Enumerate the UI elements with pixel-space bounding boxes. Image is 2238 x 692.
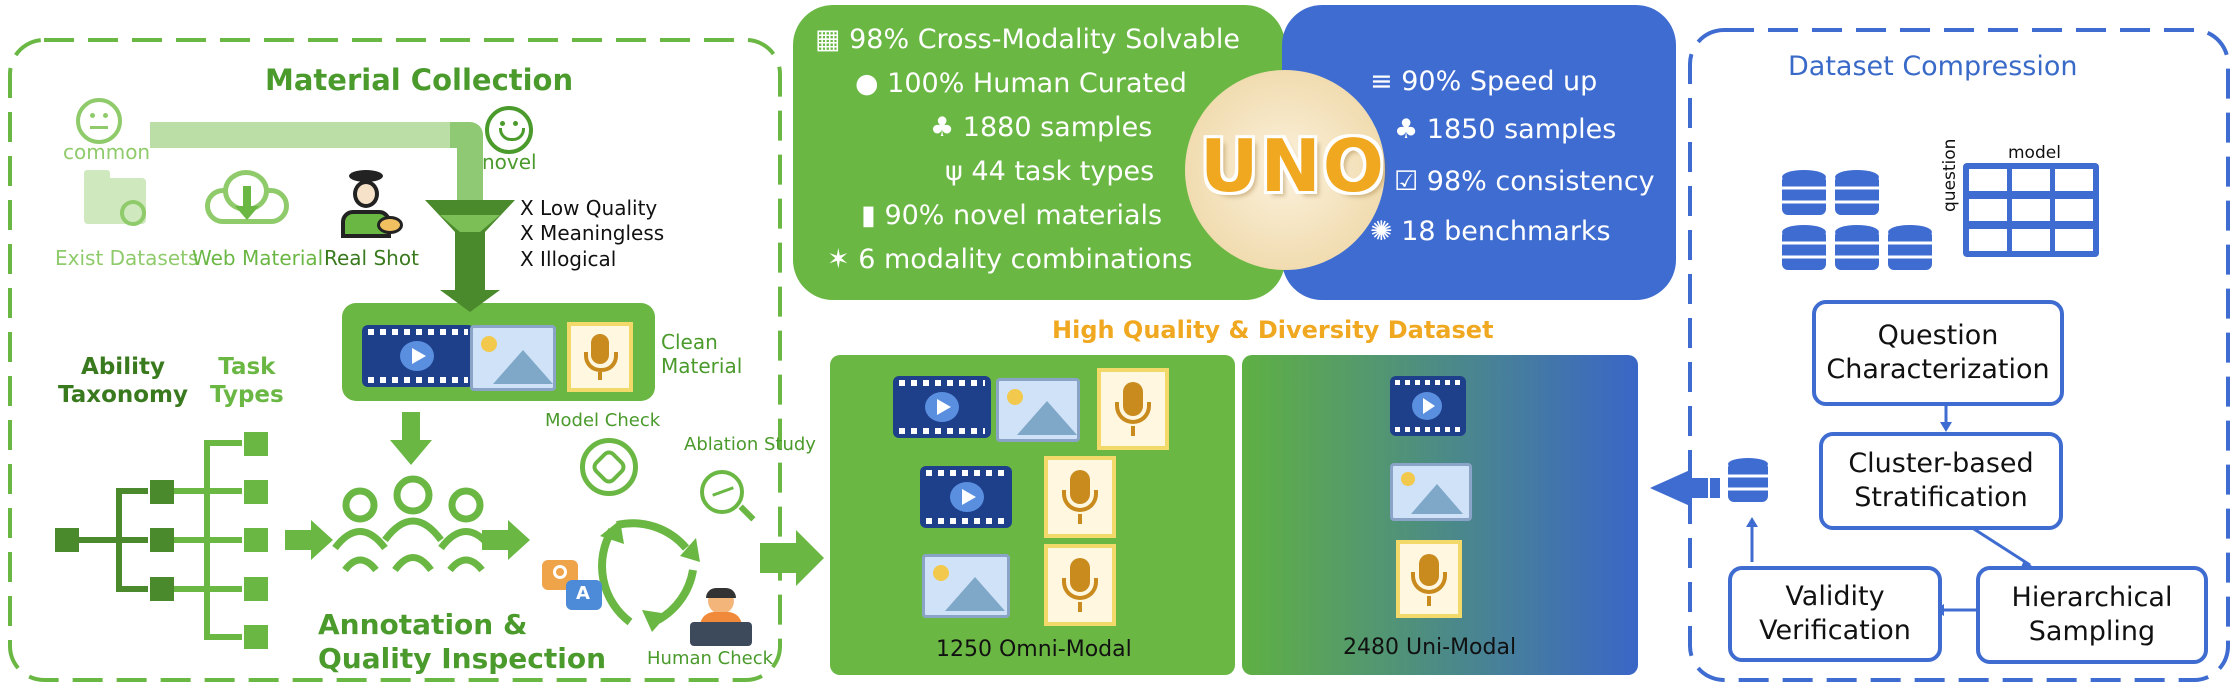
compression-title: Dataset Compression: [1788, 51, 2078, 82]
source-real-shot: Real Shot: [324, 246, 419, 270]
database-icon: ≡: [1370, 66, 1402, 97]
microphone-icon: [567, 322, 633, 392]
stat-blue-samples: ♣ 1850 samples: [1394, 114, 1617, 145]
neutral-face-icon: [76, 98, 122, 144]
answer-chat-icon: A: [566, 580, 602, 610]
database-stack-icon: [1782, 170, 1932, 270]
common-pipe: [150, 122, 483, 250]
smile-face-icon: [485, 106, 533, 154]
stat-cross-modality: ▦ 98% Cross-Modality Solvable: [815, 24, 1241, 55]
task-types-label: Task Types: [210, 354, 284, 408]
filter-illogical: X Illogical: [520, 247, 617, 271]
microphone-icon: [1396, 540, 1462, 618]
stats-blue-panel: [1282, 5, 1676, 300]
arrow-to-dataset: [796, 530, 824, 586]
image-icon: [922, 554, 1010, 618]
microphone-icon: [1044, 456, 1116, 538]
human-check-label: Human Check: [647, 648, 774, 669]
hierarchical-sampling-box: Hierarchical Sampling: [1976, 566, 2208, 664]
common-label: common: [63, 140, 151, 164]
collection-panel-border: [8, 38, 782, 682]
annotators-icon: [332, 475, 494, 573]
dataset-title: High Quality & Diversity Dataset: [1052, 316, 1494, 344]
stat-speed-up: ≡ 90% Speed up: [1370, 66, 1598, 97]
stat-human-curated: ● 100% Human Curated: [855, 68, 1187, 99]
taxonomy-tree: [55, 480, 174, 601]
stats-green-panel: [793, 5, 1285, 300]
filter-meaningless: X Meaningless: [520, 221, 665, 245]
branch-icon: ψ: [945, 156, 972, 187]
bonsai-icon: ♣: [930, 112, 963, 143]
stat-novel-materials: ▮ 90% novel materials: [861, 200, 1163, 231]
novel-label: novel: [482, 150, 537, 174]
image-icon: [470, 325, 556, 391]
checklist-icon: ☑: [1394, 166, 1427, 197]
annotation-label: Annotation & Quality Inspection: [318, 608, 607, 675]
small-database-icon: [1728, 458, 1768, 502]
question-characterization-box: Question Characterization: [1812, 300, 2064, 406]
video-icon: [893, 376, 991, 438]
model-question-matrix: [1963, 163, 2099, 257]
material-collection-title: Material Collection: [265, 63, 574, 97]
microphone-icon: [1097, 368, 1169, 450]
folder-icon: [84, 170, 146, 226]
source-exist-datasets: Exist Datasets: [55, 246, 199, 270]
magnify-chart-icon: [700, 470, 756, 522]
cloud-download-icon: [205, 170, 289, 226]
image-icon: [1390, 463, 1472, 521]
question-axis-label: question: [1940, 138, 1960, 212]
cluster-stratification-box: Cluster-based Stratification: [1819, 432, 2063, 530]
stat-samples: ♣ 1880 samples: [930, 112, 1153, 143]
uno-logo: UNO: [1200, 124, 1386, 208]
ability-taxonomy-label: Ability Taxonomy: [58, 354, 189, 408]
model-check-label: Model Check: [545, 410, 661, 431]
image-icon: [996, 378, 1080, 442]
arrow-compress-to-uni: [1650, 470, 1720, 506]
omni-modal-label: 1250 Omni-Modal: [936, 637, 1132, 662]
star-icon: ✶: [827, 244, 859, 275]
uni-modal-label: 2480 Uni-Modal: [1343, 635, 1517, 660]
stat-benchmarks: ✺ 18 benchmarks: [1370, 216, 1611, 247]
ablation-study-label: Ablation Study: [684, 434, 816, 455]
head-icon: ●: [855, 68, 888, 99]
uno-logo-circle: [1185, 70, 1385, 270]
video-icon: [920, 466, 1012, 528]
model-axis-label: model: [2008, 143, 2061, 163]
stat-modality-combinations: ✶ 6 modality combinations: [827, 244, 1193, 275]
microphone-icon: [1044, 544, 1116, 626]
table-icon: ▦: [815, 24, 850, 55]
compression-panel-border: [1688, 28, 2230, 682]
openai-logo-icon: [580, 438, 638, 496]
validity-verification-box: Validity Verification: [1728, 566, 1942, 662]
source-web-material: Web Material: [192, 246, 324, 270]
filter-low-quality: X Low Quality: [520, 196, 658, 220]
human-laptop-icon: [690, 588, 752, 646]
bar-chart-icon: ▮: [861, 200, 885, 231]
arrow-down: [390, 440, 432, 465]
painter-icon: [335, 170, 405, 240]
clean-material-label: Clean Material: [661, 330, 743, 378]
network-icon: ✺: [1370, 216, 1402, 247]
video-icon: [1390, 376, 1466, 436]
funnel: [425, 200, 515, 290]
video-icon: [362, 325, 474, 387]
stat-consistency: ☑ 98% consistency: [1394, 166, 1655, 197]
task-type-tree: [174, 432, 268, 649]
stat-task-types: ψ 44 task types: [945, 156, 1155, 187]
bonsai-icon: ♣: [1394, 114, 1427, 145]
